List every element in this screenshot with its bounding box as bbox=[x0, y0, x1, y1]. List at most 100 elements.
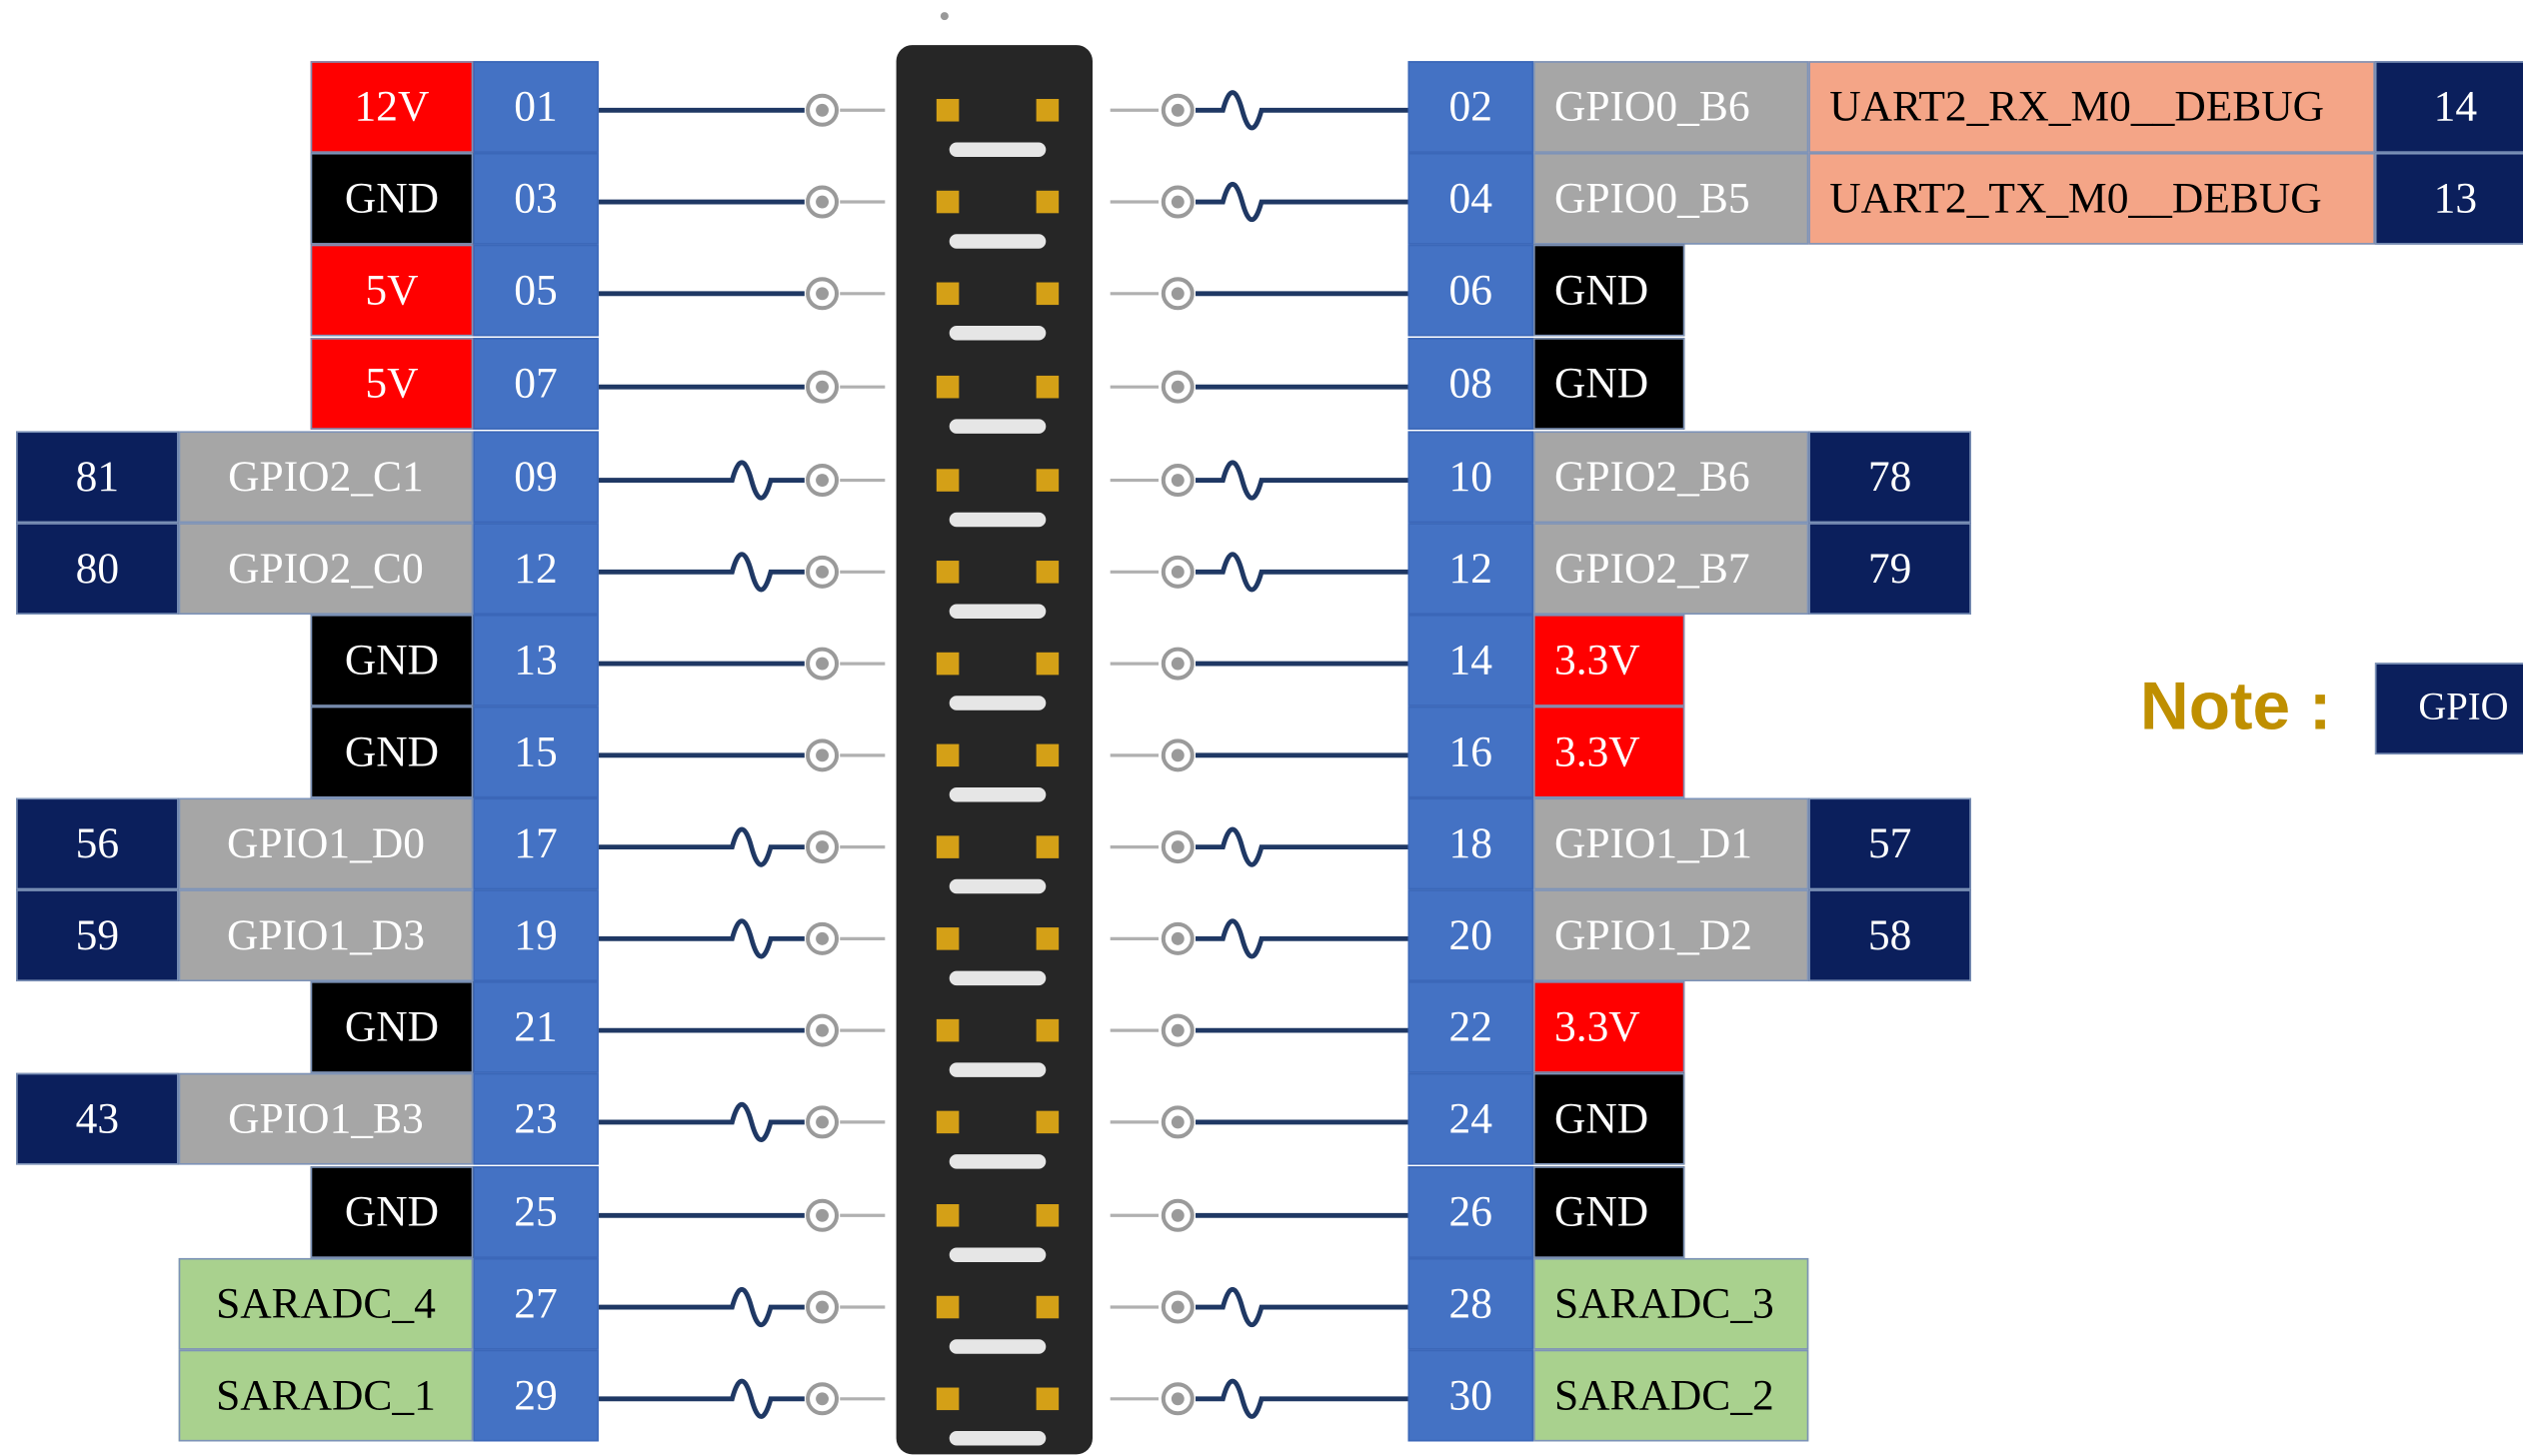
header-pad-right bbox=[1036, 469, 1060, 492]
header-pad-right bbox=[1036, 99, 1060, 122]
left-wire-wavy bbox=[598, 1378, 805, 1419]
left-wire-wavy bbox=[598, 1101, 805, 1143]
left-power5-name: 5V bbox=[310, 338, 474, 430]
right-gnd-name: GND bbox=[1533, 244, 1685, 337]
left-pin-17: 17 bbox=[473, 797, 599, 890]
right-pin-22: 22 bbox=[1407, 981, 1534, 1073]
right-wire-wavy bbox=[1196, 1378, 1408, 1419]
header-separator bbox=[949, 604, 1047, 620]
left-power12-name: 12V bbox=[310, 61, 474, 153]
right-pin-12: 12 bbox=[1407, 523, 1534, 615]
right-gpio-number: 14 bbox=[2374, 61, 2523, 153]
header-separator bbox=[949, 234, 1047, 249]
header-pad-left bbox=[936, 743, 960, 767]
right-adc-name: SARADC_3 bbox=[1533, 1257, 1809, 1350]
right-pin-dot bbox=[1171, 1115, 1185, 1129]
left-gnd-name: GND bbox=[310, 981, 474, 1073]
right-gpio-name: GPIO2_B6 bbox=[1533, 431, 1809, 524]
right-wire-wavy bbox=[1196, 1286, 1408, 1328]
left-pin-09: 09 bbox=[473, 431, 599, 524]
header-separator bbox=[949, 142, 1047, 157]
header-pad-left bbox=[936, 375, 960, 399]
left-pin-21: 21 bbox=[473, 981, 599, 1073]
left-gpio-name: GPIO1_B3 bbox=[178, 1072, 474, 1165]
right-pin-10: 10 bbox=[1407, 431, 1534, 524]
header-pad-right bbox=[1036, 1295, 1060, 1319]
right-pin-28: 28 bbox=[1407, 1257, 1534, 1350]
left-pin-dot bbox=[816, 103, 829, 117]
right-pin-20: 20 bbox=[1407, 889, 1534, 982]
left-pin-dot bbox=[816, 380, 829, 394]
left-gpio-name: GPIO1_D0 bbox=[178, 797, 474, 890]
left-gpio-name: GPIO2_C1 bbox=[178, 431, 474, 524]
right-pin-dot bbox=[1171, 931, 1185, 945]
header-pad-left bbox=[936, 835, 960, 858]
left-pin-15: 15 bbox=[473, 706, 599, 798]
header-pad-left bbox=[936, 927, 960, 950]
right-pin-14: 14 bbox=[1407, 614, 1534, 707]
left-pin-dot bbox=[816, 195, 829, 209]
left-gpio-number: 43 bbox=[16, 1072, 179, 1165]
left-gpio-number: 56 bbox=[16, 797, 179, 890]
header-separator bbox=[949, 512, 1047, 528]
right-pin-06: 06 bbox=[1407, 244, 1534, 337]
left-pin-07: 07 bbox=[473, 338, 599, 430]
header-pad-left bbox=[936, 190, 960, 214]
left-pin-01: 01 bbox=[473, 61, 599, 153]
right-pin-24: 24 bbox=[1407, 1072, 1534, 1165]
header-pad-left bbox=[936, 1204, 960, 1227]
right-wire-wavy bbox=[1196, 826, 1408, 867]
left-pin-dot bbox=[816, 474, 829, 487]
left-gpio-number: 80 bbox=[16, 523, 179, 615]
header-pad-left bbox=[936, 1295, 960, 1319]
left-gpio-number: 59 bbox=[16, 889, 179, 982]
header-separator bbox=[949, 1062, 1047, 1077]
right-gpio-number: 58 bbox=[1808, 889, 1971, 982]
left-gnd-name: GND bbox=[310, 614, 474, 707]
left-pin-dot bbox=[816, 287, 829, 301]
header-marker-dot bbox=[940, 12, 949, 21]
header-pad-left bbox=[936, 1110, 960, 1134]
left-pin-dot bbox=[816, 657, 829, 671]
left-adc-name: SARADC_4 bbox=[178, 1257, 474, 1350]
left-pin-dot bbox=[816, 1300, 829, 1314]
right-gnd-name: GND bbox=[1533, 1166, 1685, 1258]
right-pin-26: 26 bbox=[1407, 1166, 1534, 1258]
right-pin-04: 04 bbox=[1407, 152, 1534, 245]
right-power33-name: 3.3V bbox=[1533, 981, 1685, 1073]
left-pin-03: 03 bbox=[473, 152, 599, 245]
header-pad-right bbox=[1036, 1110, 1060, 1134]
header-body bbox=[896, 45, 1093, 1455]
right-wire-wavy bbox=[1196, 460, 1408, 501]
left-pin-dot bbox=[816, 931, 829, 945]
right-wire-wavy bbox=[1196, 90, 1408, 131]
header-pad-right bbox=[1036, 652, 1060, 676]
right-gpio-name: GPIO0_B6 bbox=[1533, 61, 1809, 153]
right-pin-dot bbox=[1171, 1392, 1185, 1406]
left-pin-13: 13 bbox=[473, 614, 599, 707]
note-gpio-box: GPIO bbox=[2374, 663, 2523, 755]
left-wire-wavy bbox=[598, 1286, 805, 1328]
left-wire-wavy bbox=[598, 826, 805, 867]
header-pad-left bbox=[936, 1387, 960, 1411]
header-separator bbox=[949, 326, 1047, 341]
right-pin-dot bbox=[1171, 103, 1185, 117]
header-pad-left bbox=[936, 99, 960, 122]
right-pin-02: 02 bbox=[1407, 61, 1534, 153]
header-separator bbox=[949, 419, 1047, 434]
header-pad-right bbox=[1036, 743, 1060, 767]
right-gpio-number: 79 bbox=[1808, 523, 1971, 615]
right-gpio-number: 78 bbox=[1808, 431, 1971, 524]
right-wire-wavy bbox=[1196, 181, 1408, 223]
right-func-name: UART2_RX_M0__DEBUG bbox=[1808, 61, 2375, 153]
right-wire-wavy bbox=[1196, 918, 1408, 959]
left-pin-23: 23 bbox=[473, 1072, 599, 1165]
right-pin-08: 08 bbox=[1407, 338, 1534, 430]
left-wire-wavy bbox=[598, 460, 805, 501]
right-pin-18: 18 bbox=[1407, 797, 1534, 890]
right-wire-wavy bbox=[1196, 552, 1408, 593]
header-pad-right bbox=[1036, 561, 1060, 584]
header-pad-left bbox=[936, 1018, 960, 1042]
header-pad-right bbox=[1036, 1204, 1060, 1227]
